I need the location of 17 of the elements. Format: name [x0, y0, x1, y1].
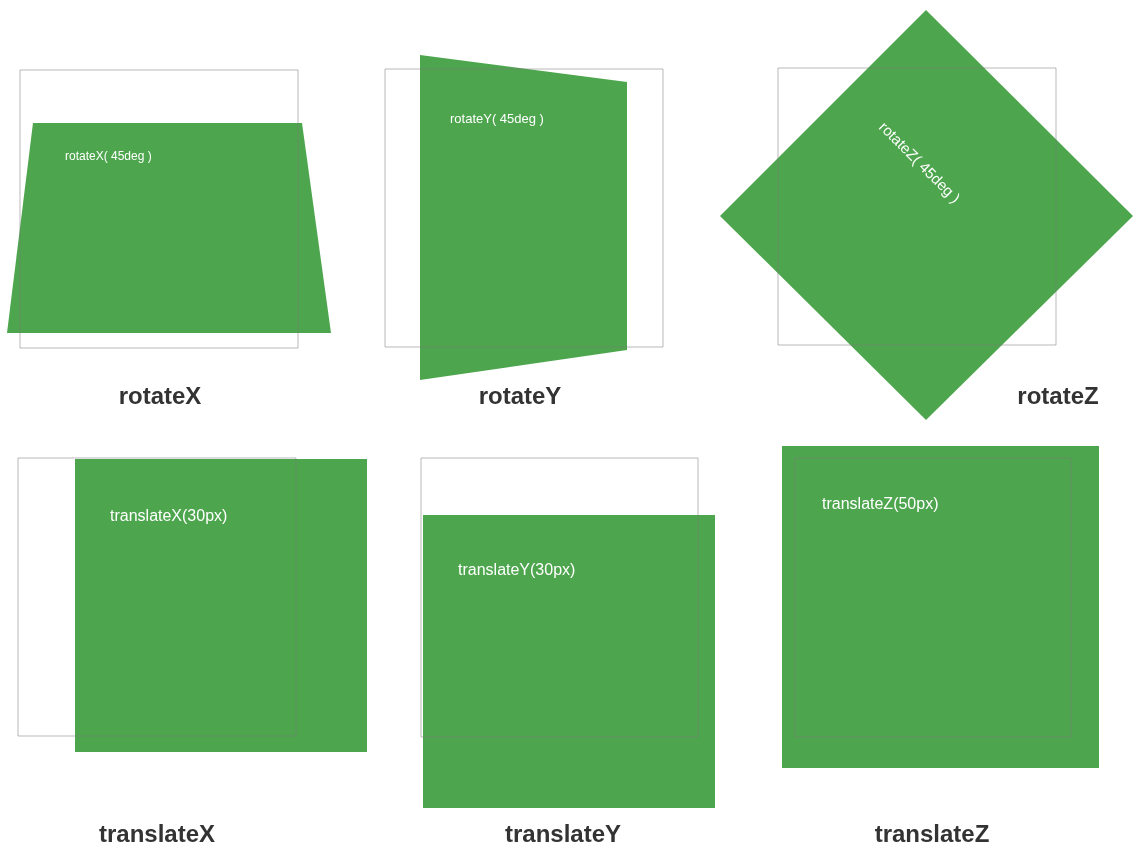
- transform-label: translateZ(50px): [822, 495, 939, 513]
- square-shape: [423, 515, 715, 808]
- node-label: rotateX: [118, 382, 202, 410]
- node-label: translateZ: [874, 820, 990, 848]
- diamond-shape: [720, 10, 1133, 420]
- trapezoid-shape: [7, 123, 331, 333]
- transform-label: rotateX( 45deg ): [65, 149, 152, 163]
- transform-label: rotateY( 45deg ): [450, 111, 544, 126]
- square-shape: [75, 459, 367, 752]
- node-label: rotateY: [478, 382, 562, 410]
- square-shape: [782, 446, 1099, 768]
- transform-label: translateY(30px): [458, 561, 576, 579]
- node-label: rotateZ: [1017, 382, 1099, 410]
- node-label: translateX: [98, 820, 216, 848]
- trapezoid-shape: [420, 55, 627, 380]
- transform-label: translateX(30px): [110, 507, 228, 525]
- node-label: translateY: [504, 820, 622, 848]
